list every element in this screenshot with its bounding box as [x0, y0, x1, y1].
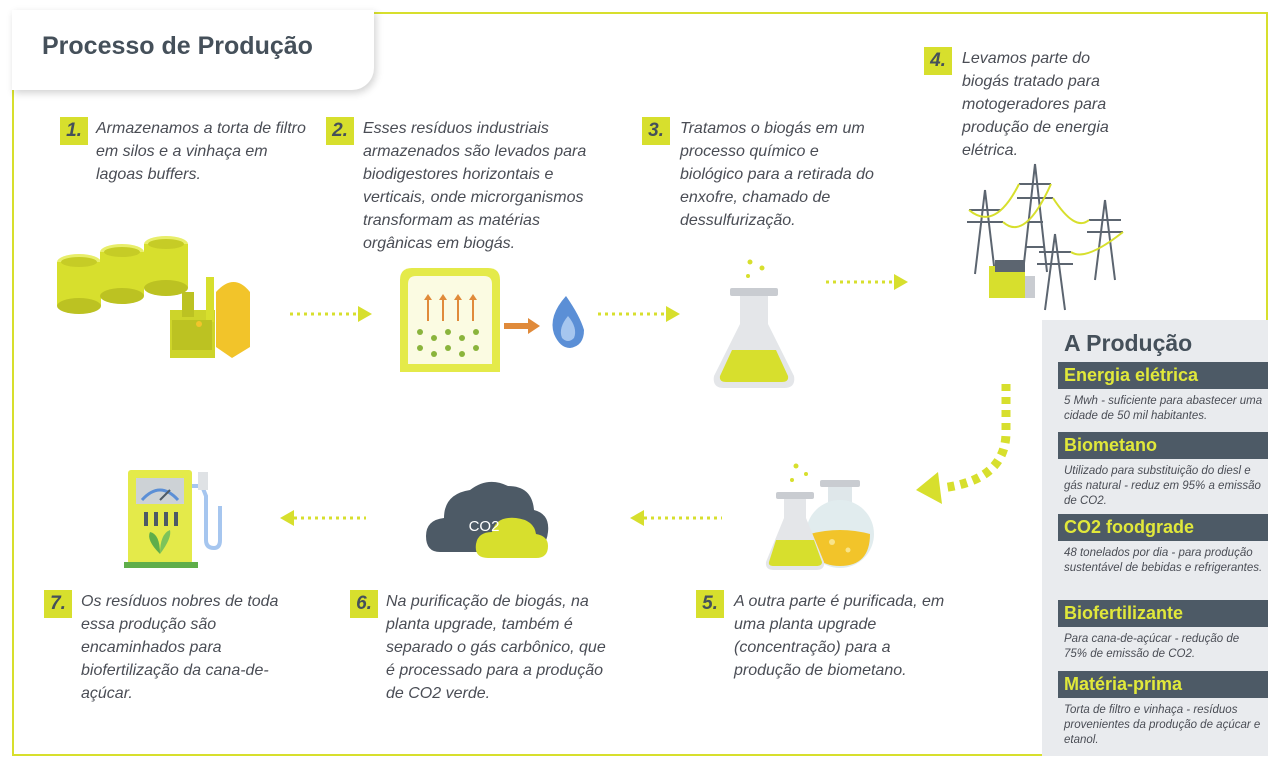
production-panel: A Produção Energia elétrica 5 Mwh - sufi…	[1042, 320, 1268, 756]
panel-title: A Produção	[1064, 330, 1193, 356]
step-text: Tratamos o biogás em um processo químico…	[680, 120, 874, 229]
panel-item-description: 48 tonelados por dia - para produção sus…	[1064, 547, 1263, 574]
step-text: Levamos parte do biogás tratado para mot…	[962, 50, 1109, 159]
flow-arrow-icon	[290, 306, 372, 322]
panel-item-heading: Matéria-prima	[1058, 671, 1268, 698]
panel-item-description: Torta de filtro e vinhaça - resíduos pro…	[1064, 704, 1261, 746]
step-text: Armazenamos a torta de filtro em silos e…	[96, 120, 306, 183]
panel-item-materia-prima: Matéria-prima Torta de filtro e vinhaça …	[1058, 671, 1268, 748]
flow-arrow-icon	[280, 510, 366, 526]
step-number: 6.	[350, 590, 378, 618]
panel-item-heading: CO2 foodgrade	[1058, 514, 1268, 541]
step-number: 1.	[60, 117, 88, 145]
step-text: A outra parte é purificada, em uma plant…	[734, 593, 945, 679]
step-number: 5.	[696, 590, 724, 618]
panel-item-energia: Energia elétrica 5 Mwh - suficiente para…	[1058, 362, 1268, 424]
power-towers-illustration-icon	[967, 163, 1124, 311]
panel-item-description: 5 Mwh - suficiente para abastecer uma ci…	[1064, 395, 1263, 422]
co2-cloud-illustration-icon: CO2	[426, 481, 549, 558]
step-text: Na purificação de biogás, na planta upgr…	[386, 593, 606, 702]
panel-item-heading: Energia elétrica	[1058, 362, 1268, 389]
silos-illustration-icon	[57, 236, 250, 358]
flasks-illustration-icon	[765, 463, 874, 570]
panel-item-biofertilizante: Biofertilizante Para cana-de-açúcar - re…	[1058, 600, 1268, 662]
flow-arrow-icon	[630, 510, 722, 526]
step-number: 2.	[326, 117, 354, 145]
curved-flow-arrow-icon	[916, 384, 1011, 504]
step-number: 4.	[924, 47, 952, 75]
biodigester-illustration-icon	[400, 268, 584, 372]
flow-arrow-icon	[826, 274, 908, 290]
title-card	[12, 10, 374, 90]
fuel-pump-illustration-icon	[124, 470, 222, 568]
panel-item-description: Utilizado para substituição do diesl e g…	[1064, 465, 1261, 507]
page-title: Processo de Produção	[42, 32, 313, 60]
step-text: Esses resíduos industriais armazenados s…	[363, 120, 587, 252]
step-number: 7.	[44, 590, 72, 618]
step-number: 3.	[642, 117, 670, 145]
panel-item-description: Para cana-de-açúcar - redução de 75% de …	[1064, 633, 1240, 660]
step-text: Os resíduos nobres de toda essa produção…	[81, 593, 279, 702]
panel-item-heading: Biometano	[1058, 432, 1268, 459]
co2-label: CO2	[469, 518, 500, 535]
flow-arrow-icon	[598, 306, 680, 322]
flask-illustration-icon	[713, 259, 795, 388]
panel-item-biometano: Biometano Utilizado para substituição do…	[1058, 432, 1268, 509]
panel-item-heading: Biofertilizante	[1058, 600, 1268, 627]
panel-item-co2: CO2 foodgrade 48 tonelados por dia - par…	[1058, 514, 1268, 576]
